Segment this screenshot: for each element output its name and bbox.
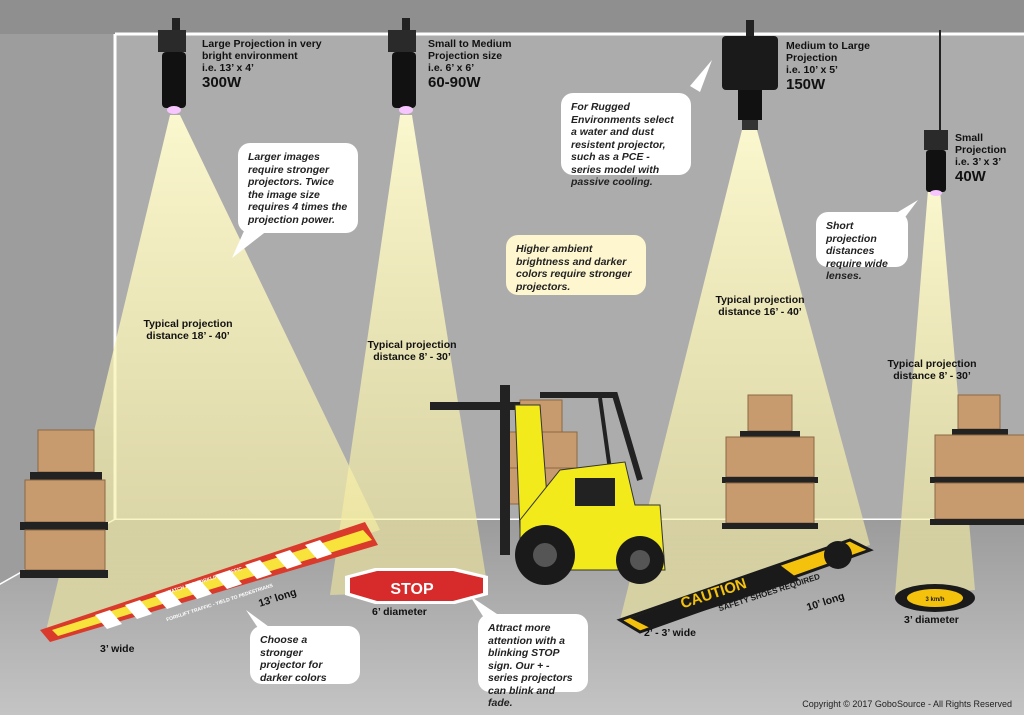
- distance-label-medium-large: Typical projection distance 16’ - 40’: [700, 294, 820, 318]
- distance-line1: Typical projection: [887, 358, 977, 370]
- projector-watts: 150W: [786, 76, 826, 93]
- projector-size: i.e. 3’ x 3’: [955, 156, 1002, 168]
- caution-sign: [616, 538, 874, 634]
- distance-line2: distance 8’ - 30’: [373, 351, 451, 363]
- box-stack-right-1: [722, 394, 818, 529]
- projector-small: [924, 30, 948, 196]
- box-stack-left: [20, 429, 108, 578]
- copyright: Copyright © 2017 GoboSource - All Rights…: [802, 699, 1012, 709]
- beam-small-medium: [330, 115, 488, 595]
- stop-sign: [345, 568, 488, 604]
- distance-line1: Typical projection: [367, 339, 457, 351]
- forklift: [430, 385, 666, 585]
- stop-sign-text: STOP: [390, 581, 434, 598]
- distance-line2: distance 8’ - 30’: [893, 370, 971, 382]
- projector-title: Large Projection in very bright environm…: [202, 38, 322, 62]
- projector-watts: 60-90W: [428, 74, 481, 91]
- dim-round-diameter: 3’ diameter: [904, 614, 959, 626]
- callout-stop-blink: Attract more attention with a blinking S…: [478, 614, 588, 709]
- projector-large: [158, 18, 186, 114]
- projector-title: Small Projection: [955, 132, 1007, 156]
- beam-large: [45, 115, 380, 635]
- projector-title: Medium to Large Projection: [786, 40, 871, 64]
- projector-label-small: Small Projection i.e. 3’ x 3’ 40W: [955, 132, 1017, 185]
- callout-larger-images: Larger images require stronger projector…: [238, 143, 358, 233]
- projector-size: i.e. 6’ x 6’: [428, 62, 475, 74]
- distance-line2: distance 16’ - 40’: [718, 306, 802, 318]
- round-sign: [895, 584, 975, 612]
- crosswalk-stripes: [95, 540, 332, 629]
- ceiling: [0, 0, 1024, 34]
- distance-line2: distance 18’ - 40’: [146, 330, 230, 342]
- box-stack-right-2: [930, 394, 1024, 525]
- tail-rugged: [690, 60, 712, 92]
- projector-watts: 300W: [202, 74, 242, 91]
- crosswalk-sign: [40, 522, 378, 642]
- distance-line1: Typical projection: [143, 318, 233, 330]
- projector-watts: 40W: [955, 168, 986, 185]
- dim-crosswalk-wide: 3’ wide: [100, 643, 135, 655]
- projector-label-small-medium: Small to Medium Projection size i.e. 6’ …: [428, 38, 528, 91]
- distance-label-small: Typical projection distance 8’ - 30’: [872, 358, 992, 382]
- projector-label-large: Large Projection in very bright environm…: [202, 38, 342, 91]
- projector-small-medium: [388, 18, 416, 114]
- projector-size: i.e. 13’ x 4’: [202, 62, 254, 74]
- projector-medium-large: [722, 20, 778, 130]
- distance-label-small-medium: Typical projection distance 8’ - 30’: [352, 339, 472, 363]
- projector-label-medium-large: Medium to Large Projection i.e. 10’ x 5’…: [786, 40, 886, 93]
- callout-short-distance: Short projection distances require wide …: [816, 212, 908, 282]
- distance-line1: Typical projection: [715, 294, 805, 306]
- dim-stop-diameter: 6’ diameter: [372, 606, 427, 618]
- round-sign-symbol: 3 km/h: [925, 597, 944, 603]
- callout-ambient: Higher ambient brightness and darker col…: [506, 235, 646, 295]
- callout-darker-colors: Choose a stronger projector for darker c…: [250, 626, 360, 684]
- callout-rugged: For Rugged Environments select a water a…: [561, 93, 691, 188]
- projector-title: Small to Medium Projection size: [428, 38, 512, 62]
- projector-size: i.e. 10’ x 5’: [786, 64, 838, 76]
- dim-caution-wide: 2’ - 3’ wide: [644, 627, 696, 639]
- distance-label-large: Typical projection distance 18’ - 40’: [128, 318, 248, 342]
